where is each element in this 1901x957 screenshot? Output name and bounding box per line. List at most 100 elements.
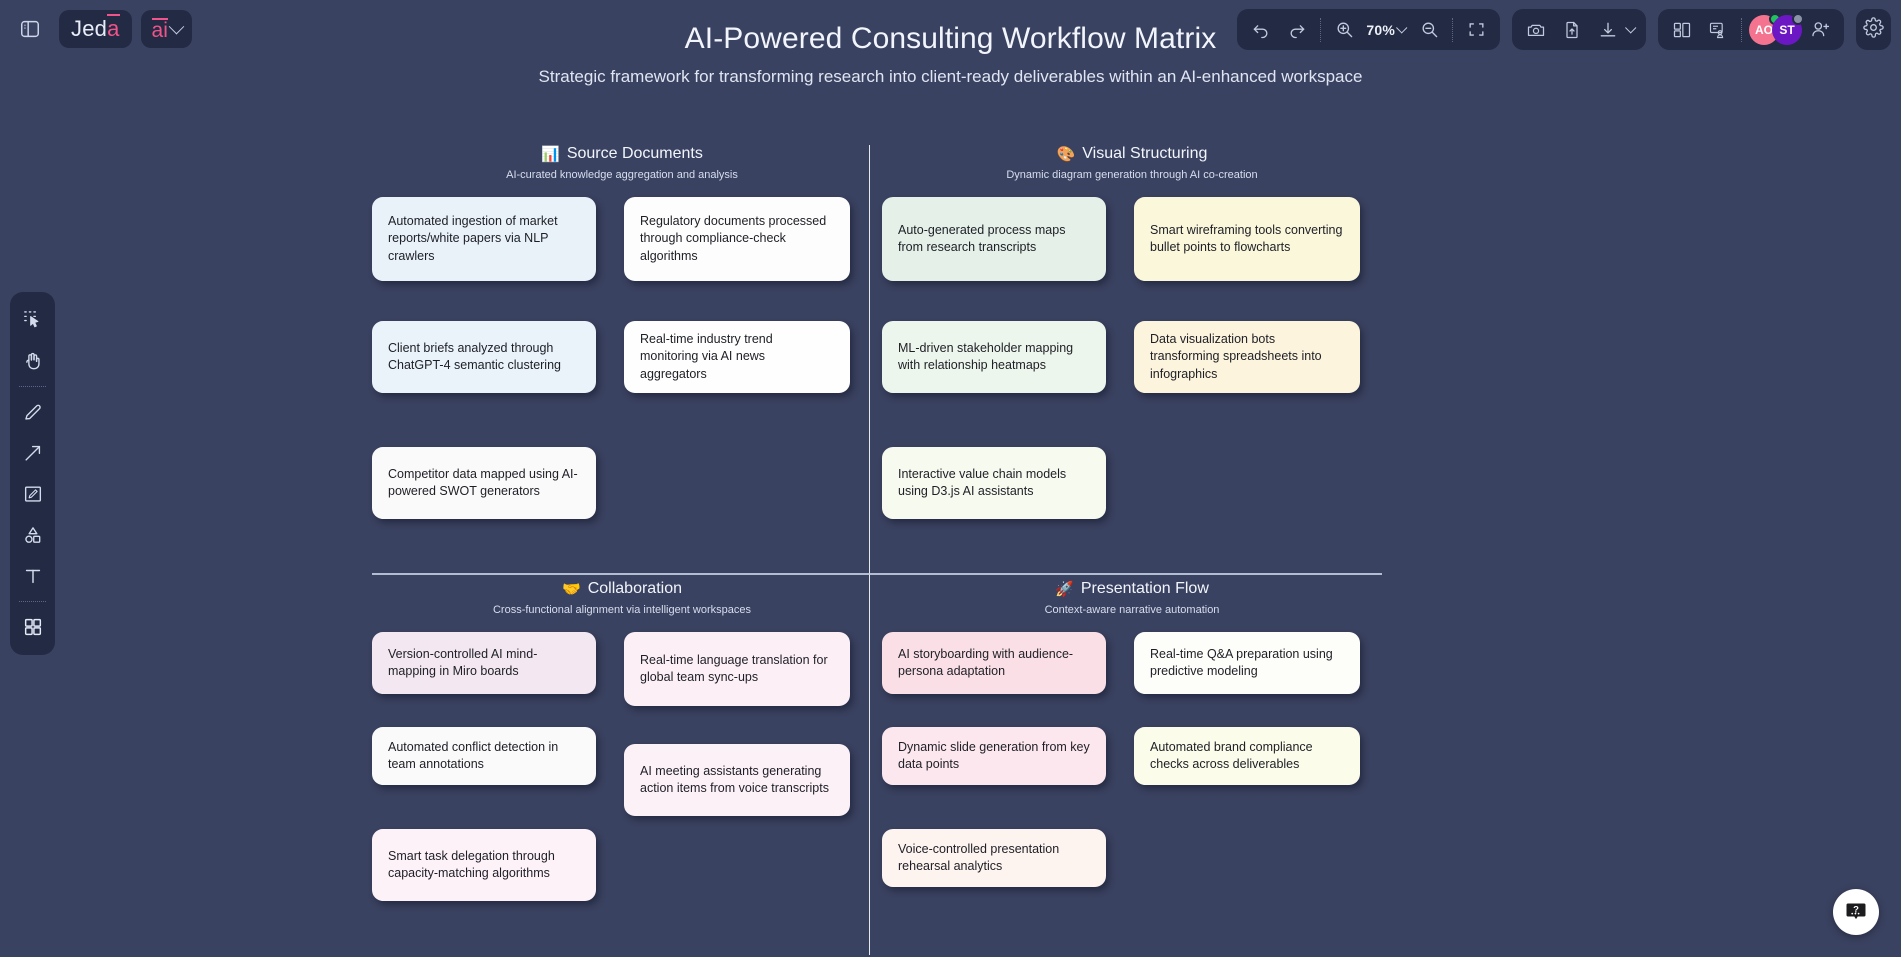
sticky-note[interactable]: Version-controlled AI mind-mapping in Mi…: [372, 632, 596, 694]
sticky-note[interactable]: Competitor data mapped using AI-powered …: [372, 447, 596, 519]
zoom-in-icon[interactable]: [1326, 13, 1362, 47]
sticky-note-group: Version-controlled AI mind-mapping in Mi…: [372, 632, 872, 957]
presentation-icon[interactable]: [1700, 13, 1736, 47]
quadrant-subtitle: Context-aware narrative automation: [1044, 604, 1220, 616]
sticky-note[interactable]: Dynamic slide generation from key data p…: [882, 727, 1106, 785]
toolbar-divider: [1320, 17, 1322, 42]
sticky-note-text: Auto-generated process maps from researc…: [898, 222, 1066, 254]
quadrant-title-label: Collaboration: [587, 580, 682, 597]
quadrant-title: 🚀 Presentation Flow: [882, 580, 1382, 598]
sticky-note-text: Competitor data mapped using AI-powered …: [388, 466, 578, 498]
rocket-emoji: 🚀: [1055, 580, 1074, 598]
shapes-tool[interactable]: [14, 516, 51, 554]
sticky-note[interactable]: Interactive value chain models using D3.…: [882, 447, 1106, 519]
sticky-note[interactable]: Automated brand compliance checks across…: [1134, 727, 1360, 785]
sticky-note-text: Smart task delegation through capacity-m…: [388, 848, 555, 880]
quadrant-title: 🤝Collaboration: [372, 580, 872, 598]
sticky-note[interactable]: Real-time Q&A preparation using predicti…: [1134, 632, 1360, 694]
download-icon[interactable]: [1590, 13, 1626, 47]
brand-logo[interactable]: Jeda: [59, 10, 132, 48]
chevron-down-icon: [168, 18, 185, 34]
select-tool[interactable]: [14, 301, 51, 339]
sticky-note[interactable]: Auto-generated process maps from researc…: [882, 197, 1106, 281]
brand-accent-letter: a: [107, 14, 120, 41]
sticky-note-text: Data visualization bots transforming spr…: [1150, 332, 1322, 381]
quadrant-title: 📊Source Documents: [372, 145, 872, 163]
zoom-chevron-down-icon[interactable]: [1396, 21, 1408, 34]
quadrant-title: 🎨 Visual Structuring: [882, 145, 1382, 163]
collab-group: AO ST: [1658, 9, 1844, 50]
sticky-note[interactable]: Smart task delegation through capacity-m…: [372, 829, 596, 901]
sticky-note[interactable]: Regulatory documents processed through c…: [624, 197, 850, 281]
sticky-note-group: Automated ingestion of market reports/wh…: [372, 197, 872, 537]
matrix-vertical-divider: [869, 145, 870, 955]
layout-grid-icon[interactable]: [1664, 13, 1700, 47]
gear-icon[interactable]: [1863, 16, 1884, 43]
sticky-note-text: ML-driven stakeholder mapping with relat…: [898, 340, 1074, 372]
pen-tool[interactable]: [14, 393, 51, 431]
status-badge: [1792, 12, 1804, 25]
sticky-note[interactable]: Real-time industry trend monitoring via …: [624, 321, 850, 393]
sidebar-panel-icon[interactable]: [10, 9, 50, 49]
undo-icon[interactable]: [1243, 13, 1279, 47]
sticky-note-text: Regulatory documents processed through c…: [640, 214, 827, 263]
sticky-note[interactable]: Automated ingestion of market reports/wh…: [372, 197, 596, 281]
arrow-tool[interactable]: [14, 434, 51, 472]
sticky-note[interactable]: Data visualization bots transforming spr…: [1134, 321, 1360, 393]
sticky-note[interactable]: Smart wireframing tools converting bulle…: [1134, 197, 1360, 281]
share-chevron-down-icon[interactable]: [1625, 21, 1637, 34]
sticky-note-group: AI storyboarding with audience-persona a…: [882, 632, 1382, 957]
sticky-note[interactable]: Real-time language translation for globa…: [624, 632, 850, 706]
zoom-level-value[interactable]: 70%: [1366, 21, 1395, 38]
sticky-note[interactable]: Client briefs analyzed through ChatGPT-4…: [372, 321, 596, 393]
sticky-note[interactable]: ML-driven stakeholder mapping with relat…: [882, 321, 1106, 393]
quadrant-subtitle: Dynamic diagram generation through AI co…: [1006, 169, 1258, 181]
camera-icon[interactable]: [1518, 13, 1554, 47]
sticky-note[interactable]: AI meeting assistants generating action …: [624, 744, 850, 816]
toolbar-left-group: Jeda ai: [10, 9, 192, 49]
frame-tool[interactable]: [14, 475, 51, 513]
artist-palette-emoji: 🎨: [1056, 145, 1076, 163]
upload-icon[interactable]: [1554, 13, 1590, 47]
text-tool[interactable]: [14, 557, 51, 595]
sticky-note[interactable]: Voice-controlled presentation rehearsal …: [882, 829, 1106, 887]
avatar-initials: AO: [1755, 22, 1773, 37]
help-button[interactable]: ?: [1833, 889, 1879, 935]
quadrant-title-label: Presentation Flow: [1080, 580, 1209, 597]
toolbar-divider: [1741, 17, 1742, 42]
hand-tool[interactable]: [14, 342, 51, 380]
quadrant-title-label: Visual Structuring: [1082, 145, 1208, 162]
settings-group: [1856, 9, 1891, 50]
sticky-note-text: Real-time Q&A preparation using predicti…: [1150, 646, 1333, 678]
sticky-note[interactable]: Automated conflict detection in team ann…: [372, 727, 596, 785]
add-user-icon[interactable]: [1802, 13, 1838, 47]
sticky-note-text: Dynamic slide generation from key data p…: [898, 739, 1090, 771]
redo-icon[interactable]: [1279, 13, 1315, 47]
matrix-horizontal-divider: [372, 573, 1382, 575]
brand-logo-text: Jeda: [71, 14, 120, 41]
sticky-note-text: Version-controlled AI mind-mapping in Mi…: [388, 646, 538, 678]
zoom-out-icon[interactable]: [1411, 13, 1447, 47]
avatar-initials: ST: [1779, 22, 1795, 37]
sticky-note-text: Automated brand compliance checks across…: [1150, 739, 1313, 771]
ai-menu-label: ai: [151, 17, 168, 42]
sticky-note-text: Smart wireframing tools converting bulle…: [1150, 222, 1343, 254]
toolbar-right-group: 70%: [1237, 9, 1891, 50]
sticky-note-text: Real-time language translation for globa…: [640, 652, 828, 684]
sticky-note-text: Automated ingestion of market reports/wh…: [388, 214, 558, 263]
sticky-note-text: Interactive value chain models using D3.…: [898, 466, 1067, 498]
fit-to-screen-icon[interactable]: [1458, 13, 1494, 47]
apps-tool[interactable]: [14, 608, 51, 646]
ai-menu-button[interactable]: ai: [140, 10, 192, 48]
avatar[interactable]: ST: [1772, 12, 1804, 45]
quadrant-subtitle: Cross-functional alignment via intellige…: [492, 604, 751, 616]
toolbar-divider: [1452, 17, 1453, 42]
sticky-note[interactable]: AI storyboarding with audience-persona a…: [882, 632, 1106, 694]
